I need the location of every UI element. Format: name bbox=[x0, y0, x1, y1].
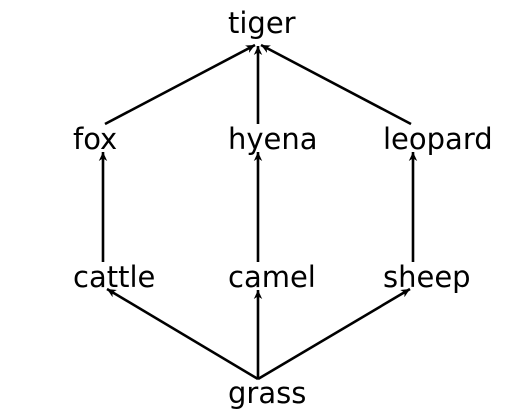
edge-grass-to-sheep bbox=[257, 287, 411, 381]
node-group: tiger fox hyena leopard cattle camel she… bbox=[73, 6, 493, 410]
edge-fox-to-tiger bbox=[104, 43, 256, 126]
node-grass: grass bbox=[228, 376, 306, 410]
edge-leopard-to-tiger bbox=[260, 43, 412, 126]
node-tiger: tiger bbox=[228, 6, 296, 40]
node-sheep: sheep bbox=[383, 260, 471, 294]
node-hyena: hyena bbox=[228, 122, 318, 156]
node-leopard: leopard bbox=[383, 122, 493, 156]
edge-group bbox=[98, 43, 418, 381]
node-camel: camel bbox=[228, 260, 316, 294]
node-cattle: cattle bbox=[73, 260, 155, 294]
edge-grass-to-cattle bbox=[106, 287, 259, 381]
node-fox: fox bbox=[73, 122, 117, 156]
